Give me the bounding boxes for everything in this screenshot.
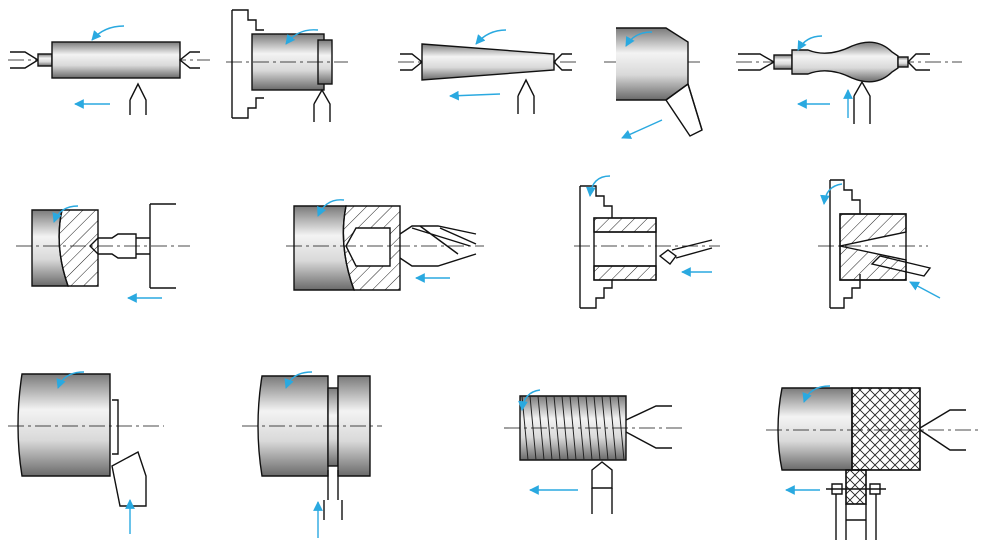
- op-drill: [286, 199, 484, 291]
- op-turn-taper: [398, 29, 580, 114]
- op-center-drill: [16, 203, 190, 303]
- op-thread-cut: [504, 389, 684, 514]
- op-turn-end-face-chuck: [226, 9, 348, 122]
- thread-line: [545, 395, 553, 461]
- op-turn-outer-cylinder: [8, 25, 210, 115]
- op-knurl: [766, 385, 980, 540]
- thread-line: [553, 395, 561, 461]
- op-bore-taper: [818, 179, 941, 309]
- op-chamfer: [604, 27, 703, 139]
- op-groove-cut-off: [242, 371, 382, 538]
- op-form-turn-profile: [736, 35, 962, 124]
- op-face-turn: [8, 371, 164, 534]
- op-bore: [574, 175, 720, 309]
